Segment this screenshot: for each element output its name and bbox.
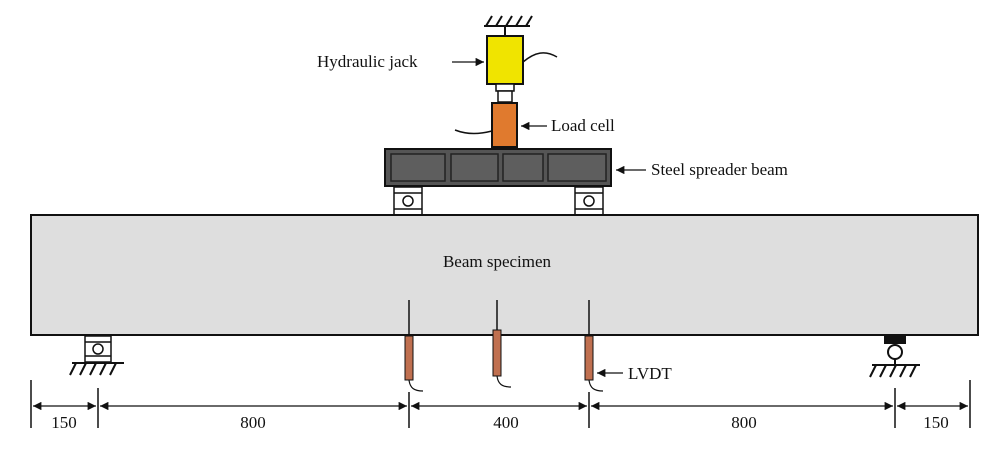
dimension-label: 150 bbox=[923, 413, 949, 432]
spreader-beam-label: Steel spreader beam bbox=[651, 160, 788, 179]
jack-hose bbox=[522, 52, 558, 63]
spreader-roller-left bbox=[393, 186, 423, 216]
steel-spreader-beam bbox=[384, 148, 612, 187]
left-support bbox=[69, 335, 124, 376]
lvdt-right bbox=[584, 300, 604, 392]
lvdt-left bbox=[404, 300, 424, 392]
lvdt-center bbox=[492, 300, 512, 388]
load-cell bbox=[491, 102, 518, 148]
right-support bbox=[869, 336, 920, 378]
dimension-label: 800 bbox=[240, 413, 266, 432]
load-cell-cable bbox=[454, 129, 493, 135]
jack-connector bbox=[495, 83, 515, 103]
load-cell-label: Load cell bbox=[551, 116, 615, 135]
dimension-label: 800 bbox=[731, 413, 757, 432]
lvdt-label: LVDT bbox=[628, 364, 672, 383]
beam-specimen bbox=[30, 214, 979, 336]
dimension-label: 150 bbox=[51, 413, 77, 432]
dimension-label: 400 bbox=[493, 413, 519, 432]
hydraulic-jack-label: Hydraulic jack bbox=[317, 52, 418, 71]
spreader-roller-right bbox=[574, 186, 604, 216]
dimension-line bbox=[30, 380, 971, 428]
beam-specimen-label: Beam specimen bbox=[443, 252, 552, 271]
hydraulic-jack bbox=[486, 35, 524, 85]
top-fixed-support bbox=[484, 15, 533, 36]
